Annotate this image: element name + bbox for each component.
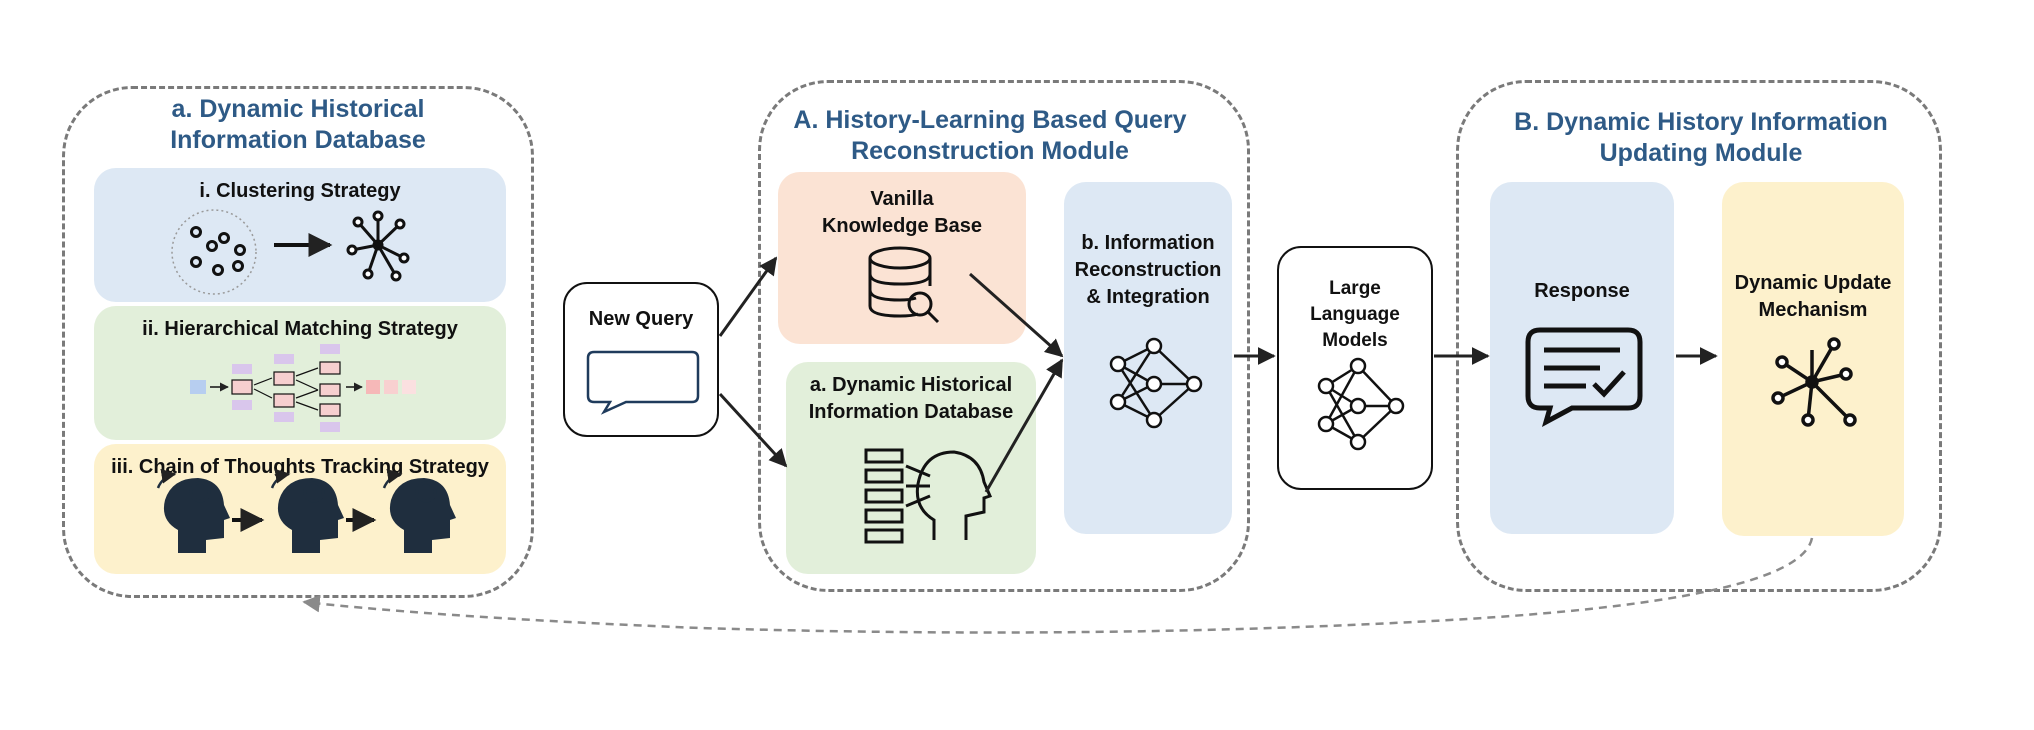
hierarchical-graph-icon xyxy=(190,344,416,432)
module-a-container xyxy=(758,80,1250,592)
hierarchical-matching-panel xyxy=(94,306,506,440)
feedback-loop-arrow xyxy=(302,537,1814,634)
module-b-title: B. Dynamic History Information Updating … xyxy=(1514,108,1888,167)
reconstruction-panel xyxy=(1064,182,1232,534)
dynamic-update-label: Dynamic Update Mechanism xyxy=(1734,272,1892,321)
query-to-kb-arrow xyxy=(718,256,778,337)
clustering-strategy-label: i. Clustering Strategy xyxy=(199,180,401,202)
module-a-title: A. History-Learning Based Query Reconstr… xyxy=(793,106,1187,165)
query-to-db-arrow xyxy=(718,392,788,468)
clustering-strategy-panel xyxy=(94,168,506,302)
speech-bubble-icon xyxy=(586,350,700,415)
thinking-heads-icon xyxy=(156,468,456,553)
left-group-container xyxy=(62,86,534,598)
head-documents-icon xyxy=(864,448,993,544)
database-search-icon xyxy=(868,246,940,324)
hierarchical-matching-label: ii. Hierarchical Matching Strategy xyxy=(142,318,458,340)
llm-label: Large Language Models xyxy=(1310,278,1400,351)
left-group-title: a. Dynamic Historical Information Databa… xyxy=(170,95,426,154)
db-to-recon-arrow xyxy=(984,358,1064,493)
scattered-points-icon xyxy=(171,209,257,295)
response-label: Response xyxy=(1534,280,1630,302)
neural-network-icon xyxy=(1109,337,1203,429)
reconstruction-label: b. Information Reconstruction & Integrat… xyxy=(1074,232,1222,308)
module-b-container xyxy=(1456,80,1942,592)
response-panel xyxy=(1490,182,1674,534)
knowledge-base-label: Vanilla Knowledge Base xyxy=(821,188,983,237)
message-check-icon xyxy=(1525,327,1643,428)
new-query-label: New Query xyxy=(588,308,694,330)
update-star-icon xyxy=(1771,337,1857,427)
historical-database-label: a. Dynamic Historical Information Databa… xyxy=(808,374,1014,423)
kb-to-recon-arrow xyxy=(969,272,1064,358)
llm-network-icon xyxy=(1317,357,1405,451)
cluster-star-icon xyxy=(346,210,410,282)
